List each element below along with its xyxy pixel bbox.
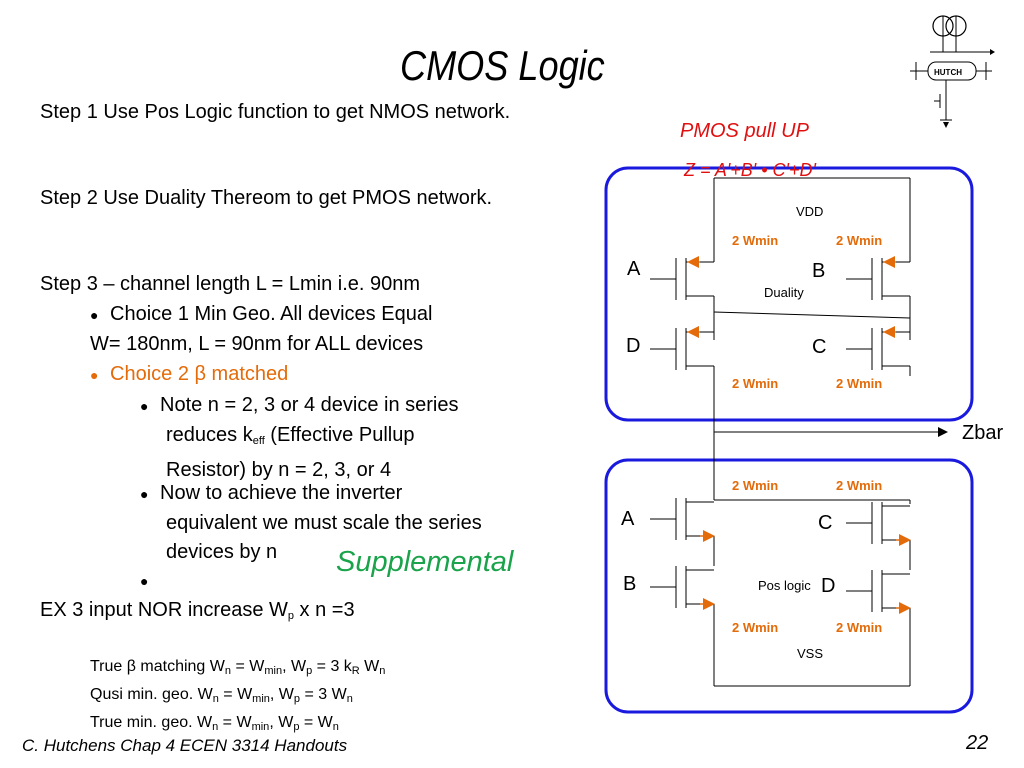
- true-min-line: True min. geo. Wn = Wmin, Wp = Wn: [90, 714, 339, 733]
- ex3-text: EX 3 input NOR increase Wp x n =3: [40, 599, 355, 622]
- vdd-label: VDD: [796, 204, 824, 219]
- supplemental-label: Supplemental: [336, 546, 514, 578]
- gate-label-b-pmos: B: [812, 260, 826, 282]
- footer-text: C. Hutchens Chap 4 ECEN 3314 Handouts: [22, 736, 348, 755]
- step3-text: Step 3 – channel length L = Lmin i.e. 90…: [40, 273, 421, 295]
- note1-text: ●Note n = 2, 3 or 4 device in series red…: [140, 394, 459, 481]
- choice2-text: ●Choice 2 β matched: [90, 363, 289, 385]
- hutch-logo: HUTCH: [900, 12, 996, 130]
- wmin-label-n3: 2 Wmin: [732, 620, 779, 635]
- gate-label-a-pmos: A: [627, 258, 641, 280]
- logo-text: HUTCH: [934, 68, 962, 77]
- slide-title: CMOS Logic: [400, 42, 605, 89]
- choice1-text: ●Choice 1 Min Geo. All devices Equal W= …: [90, 303, 433, 355]
- gate-label-c-nmos: C: [818, 512, 833, 534]
- wmin-label-p1: 2 Wmin: [732, 233, 779, 248]
- pmos-equation: Z = A'+B' • C'+D': [684, 160, 816, 180]
- vss-label: VSS: [797, 646, 824, 661]
- page-number: 22: [966, 732, 989, 754]
- wmin-label-p2: 2 Wmin: [836, 233, 883, 248]
- wmin-label-n2: 2 Wmin: [836, 478, 883, 493]
- zbar-label: Zbar: [962, 422, 1004, 444]
- matching-lines: True β matching Wn = Wmin, Wp = 3 kR Wn …: [90, 655, 385, 739]
- empty-bullet: ●: [140, 573, 149, 589]
- step2-text: Step 2 Use Duality Thereom to get PMOS n…: [40, 187, 493, 209]
- wmin-label-p3: 2 Wmin: [732, 376, 779, 391]
- true-beta-line: True β matching Wn = Wmin, Wp = 3 kR Wn: [90, 658, 386, 677]
- gate-label-b-nmos: B: [623, 573, 637, 595]
- wmin-label-n4: 2 Wmin: [836, 620, 883, 635]
- duality-label: Duality: [764, 285, 804, 300]
- pmos-box: [604, 166, 974, 422]
- wmin-label-p4: 2 Wmin: [836, 376, 883, 391]
- note2-text: ●Now to achieve the inverter equivalent …: [140, 482, 482, 563]
- gate-label-d-nmos: D: [821, 575, 836, 597]
- nmos-box: [604, 458, 974, 714]
- wmin-label-n1: 2 Wmin: [732, 478, 779, 493]
- pmos-title: PMOS pull UP: [680, 120, 809, 142]
- qusi-line: Qusi min. geo. Wn = Wmin, Wp = 3 Wn: [90, 686, 353, 705]
- step1-text: Step 1 Use Pos Logic function to get NMO…: [40, 101, 511, 123]
- pos-logic-label: Pos logic: [758, 578, 811, 593]
- gate-label-a-nmos: A: [621, 508, 635, 530]
- gate-label-d-pmos: D: [626, 335, 641, 357]
- gate-label-c-pmos: C: [812, 336, 827, 358]
